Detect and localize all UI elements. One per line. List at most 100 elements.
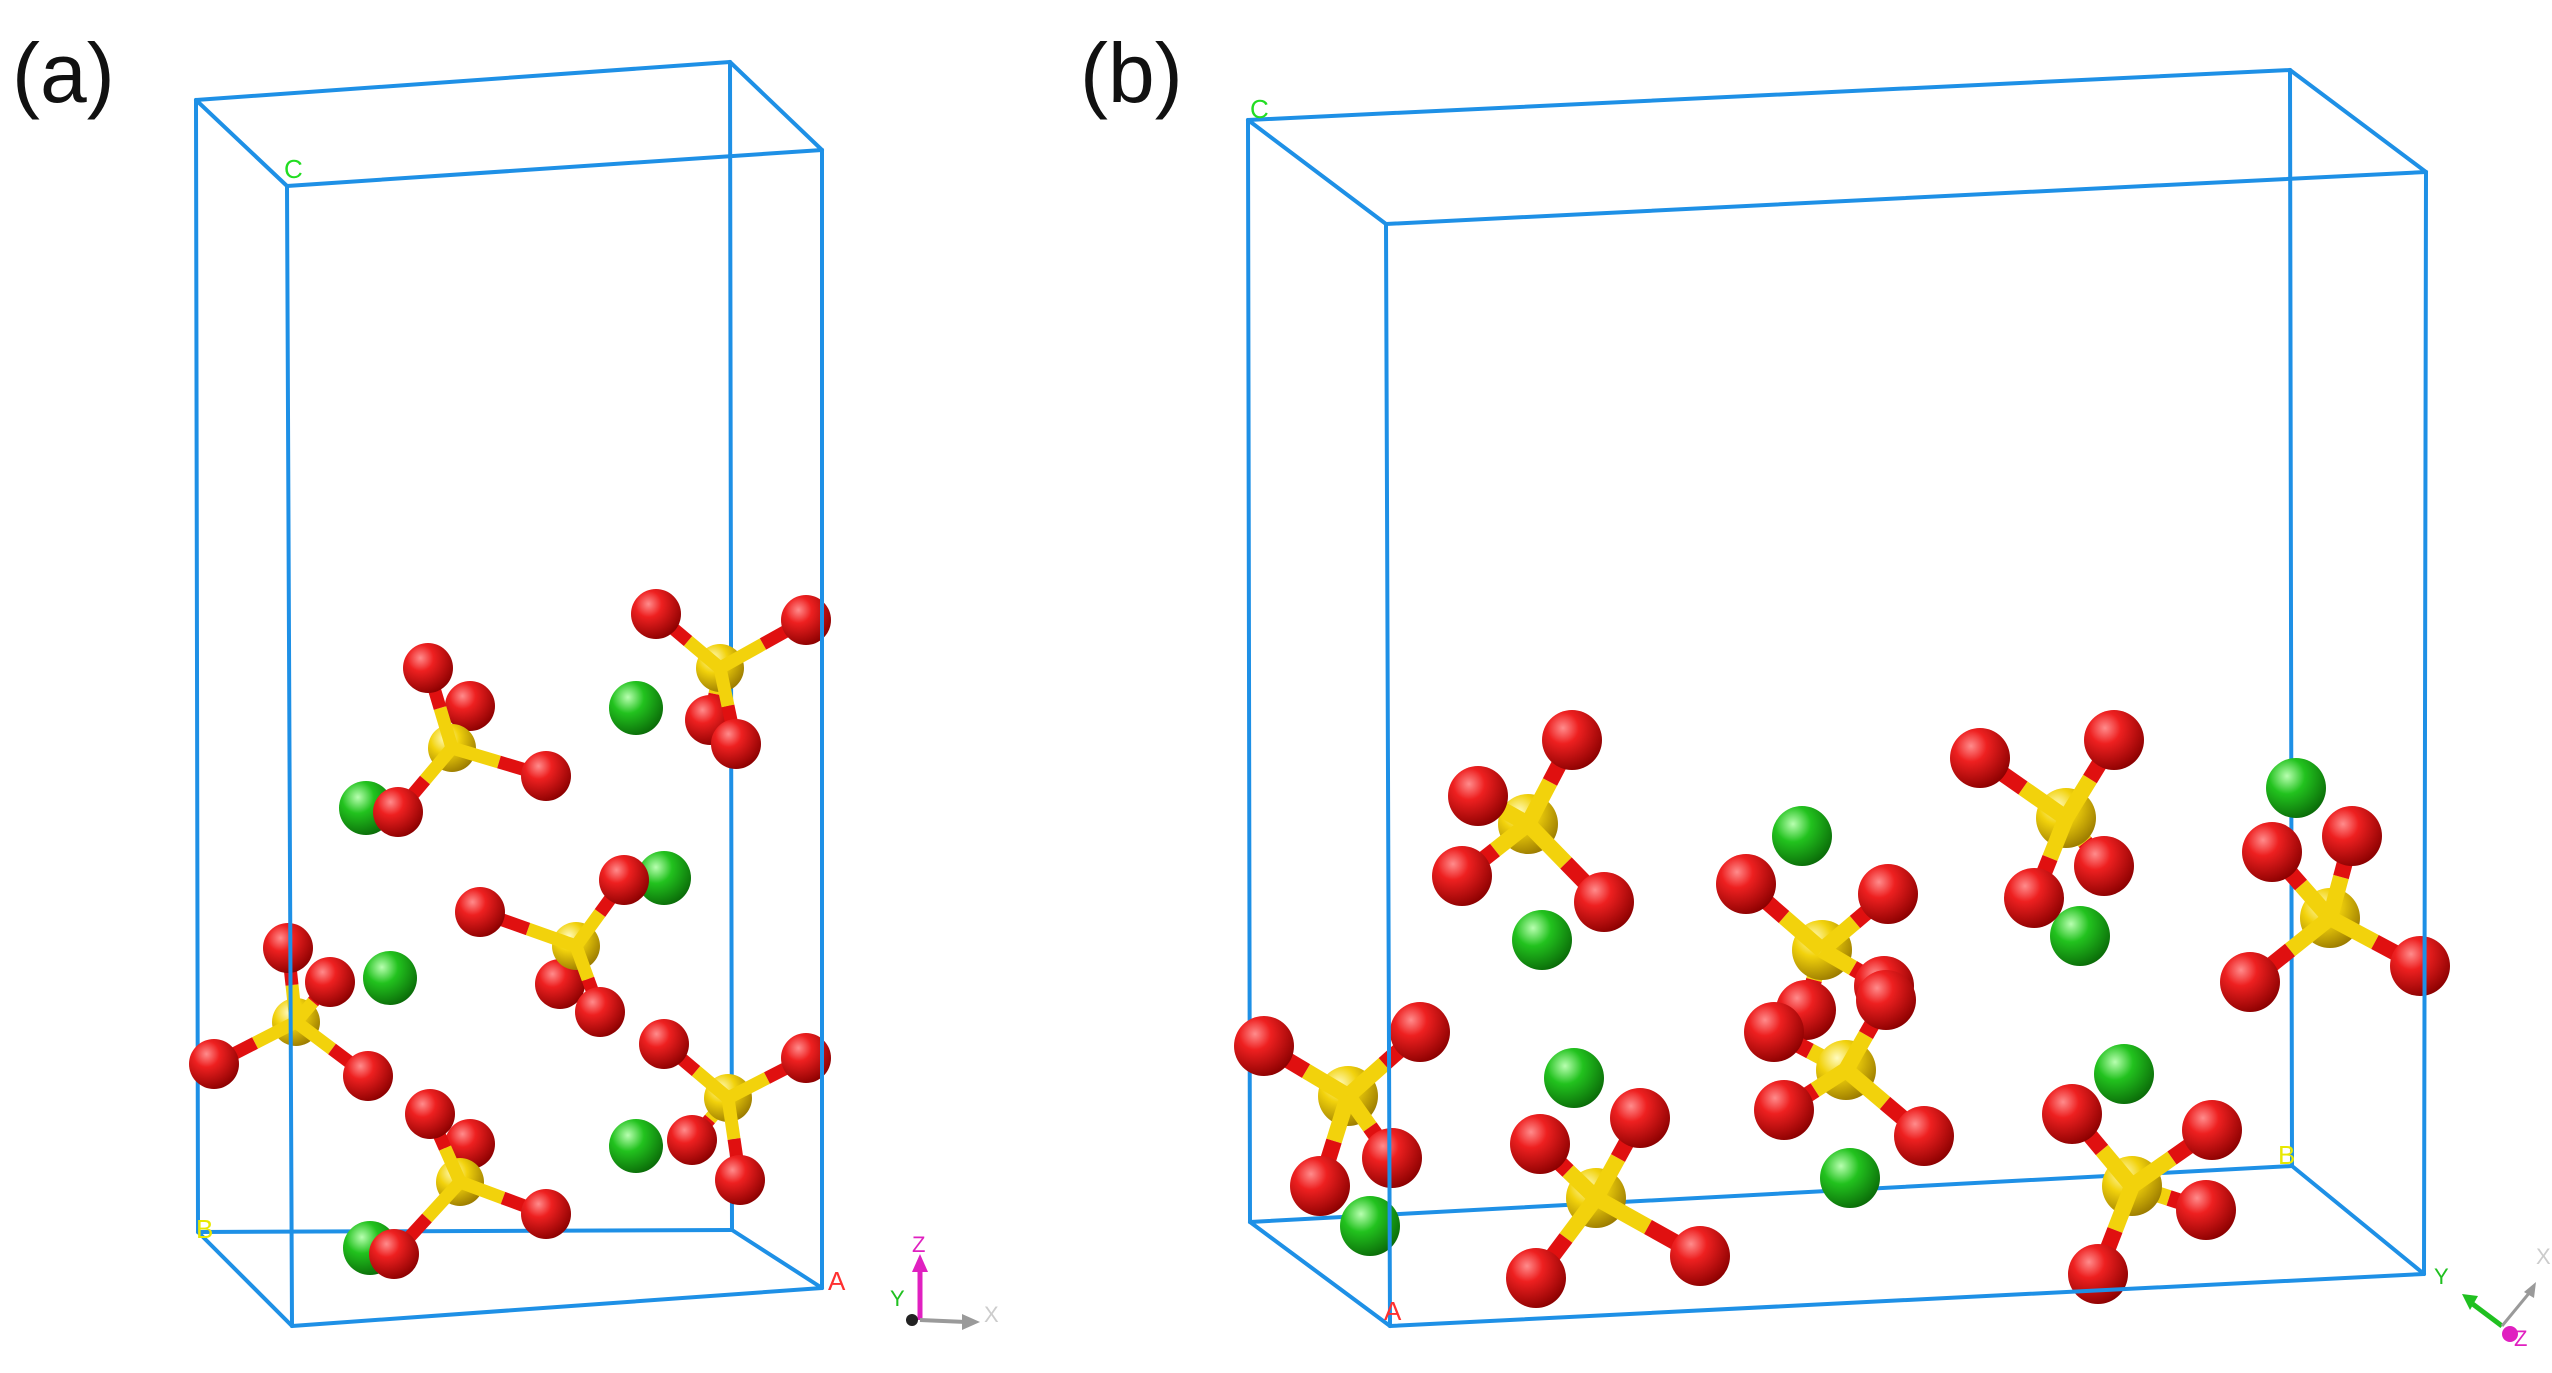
oxygen-atom (1432, 846, 1492, 906)
oxygen-atom (1448, 766, 1508, 826)
oxygen-atom (2220, 952, 2280, 1012)
oxygen-atom (455, 887, 505, 937)
oxygen-atom (781, 595, 831, 645)
s-o-bond (683, 636, 725, 673)
oxygen-atom (2084, 710, 2144, 770)
s-o-bond (525, 922, 579, 953)
oxygen-atom (521, 751, 571, 801)
chlorine-atom (1340, 1196, 1400, 1256)
oxygen-atom (2074, 836, 2134, 896)
s-o-bond (1810, 1063, 1851, 1097)
panel-b-triad-z: Z (2514, 1326, 2527, 1351)
oxygen-atom (575, 987, 625, 1037)
oxygen-atom (1858, 864, 1918, 924)
chlorine-atom (609, 681, 663, 735)
panel-a-a-label: A (828, 1266, 846, 1296)
oxygen-atom (2176, 1180, 2236, 1240)
s-o-bond (570, 909, 606, 950)
panel-b-triad-y: Y (2434, 1264, 2449, 1289)
s-o-bond (1840, 1063, 1891, 1110)
sulfate-group (455, 855, 649, 1037)
panel-a-c-label: C (284, 154, 303, 184)
panel-a-triad-z: Z (912, 1232, 925, 1257)
s-o-bond (1490, 817, 1533, 857)
chlorine-atom (1512, 910, 1572, 970)
oxygen-atom (343, 1051, 393, 1101)
s-o-bond (2042, 815, 2074, 861)
sulfate-group (631, 589, 831, 769)
sulfate-group (1234, 1002, 1450, 1216)
s-o-bond (1342, 1058, 1390, 1102)
s-o-bond (1301, 1064, 1353, 1103)
oxygen-atom (369, 1229, 419, 1279)
sulfate-group (2042, 1084, 2242, 1304)
oxygen-atom (631, 589, 681, 639)
s-o-bond (1592, 1191, 1652, 1234)
panel-a-axis-triad: Z Y X (890, 1232, 999, 1330)
oxygen-atom (1894, 1106, 1954, 1166)
sulfate-group (2220, 806, 2450, 1012)
s-o-bond (2285, 911, 2335, 957)
chlorine-atom (1820, 1148, 1880, 1208)
s-o-bond (1839, 1031, 1873, 1074)
chlorine-atom (1772, 806, 1832, 866)
oxygen-atom (1754, 1080, 1814, 1140)
oxygen-atom (1542, 710, 1602, 770)
panel-a-triad-y: Y (890, 1286, 905, 1311)
s-o-bond (2326, 910, 2379, 950)
chlorine-atom (637, 851, 691, 905)
s-o-bond (292, 1016, 336, 1055)
sulfate-group (1506, 1088, 1730, 1308)
oxygen-atom (1510, 1114, 1570, 1174)
s-o-bond (1588, 1154, 1626, 1202)
panel-a-label: (a) (12, 26, 115, 120)
s-o-bond (457, 1175, 506, 1205)
panel-b-c-label: C (1250, 94, 1269, 124)
s-o-bond (1341, 1091, 1377, 1132)
oxygen-atom (1610, 1088, 1670, 1148)
oxygen-atom (2182, 1100, 2242, 1160)
chlorine-atom (2094, 1044, 2154, 1104)
oxygen-atom (1390, 1002, 1450, 1062)
s-o-bond (450, 741, 501, 769)
oxygen-atom (2390, 936, 2450, 996)
s-o-bond (721, 1097, 741, 1140)
chlorine-atom (363, 951, 417, 1005)
sulfate-group (369, 1089, 571, 1279)
oxygen-atom (1362, 1128, 1422, 1188)
sulfate-group (1432, 710, 1634, 932)
oxygen-atom (2068, 1244, 2128, 1304)
oxygen-atom (305, 957, 355, 1007)
chlorine-atom (2050, 906, 2110, 966)
panel-b-b-label: B (2278, 1140, 2295, 1170)
oxygen-atom (1950, 728, 2010, 788)
s-o-bond (2059, 774, 2097, 823)
s-o-bond (1559, 1193, 1603, 1243)
panel-b-cell-front-edges (1384, 170, 2428, 1328)
oxygen-atom (445, 681, 495, 731)
oxygen-atom (667, 1115, 717, 1165)
oxygen-atom (1716, 854, 1776, 914)
s-o-bond (569, 943, 595, 982)
oxygen-atom (781, 1033, 831, 1083)
oxygen-atom (2322, 806, 2382, 866)
oxygen-atom (639, 1019, 689, 1069)
s-o-bond (2095, 1144, 2139, 1192)
oxygen-atom (1856, 970, 1916, 1030)
sulfate-group (1744, 970, 1954, 1166)
oxygen-atom (535, 959, 585, 1009)
oxygen-atom (1574, 872, 1634, 932)
s-o-bond (1520, 778, 1558, 828)
panel-a-cell-front-edges (285, 148, 824, 1328)
panel-b-atoms (1234, 710, 2450, 1308)
panel-b-axis-triad: Y X Z (2434, 1244, 2551, 1351)
sulfate-group (373, 643, 571, 837)
panel-b-label: (b) (1080, 26, 1183, 120)
s-o-bond (2322, 874, 2349, 921)
oxygen-atom (2004, 868, 2064, 928)
s-o-bond (725, 1072, 770, 1104)
panel-b-cell-side-edges (1246, 68, 2428, 1328)
s-o-bond (1522, 818, 1572, 869)
oxygen-atom (599, 855, 649, 905)
